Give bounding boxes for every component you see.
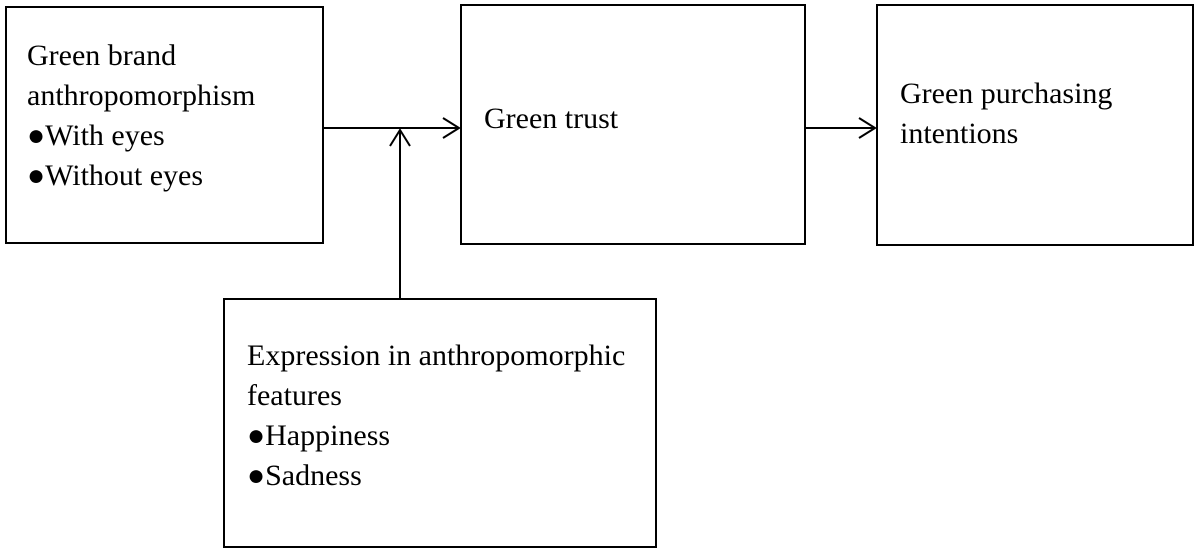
arrow-head [858, 117, 877, 139]
green-trust-text: Green trust [462, 99, 804, 139]
expression-features-text: Expression in anthropomorphic features ●… [225, 336, 655, 496]
box-label-line: Green brand [27, 39, 177, 72]
bullet-item-with-eyes: ●With eyes [27, 119, 165, 152]
box-label-line: Green trust [484, 102, 619, 135]
green-brand-anthropomorphism-text: Green brand anthropomorphism ●With eyes … [7, 36, 322, 196]
box-label-line: intentions [900, 117, 1019, 150]
bullet-item-without-eyes: ●Without eyes [27, 159, 204, 192]
bullet-item-happiness: ●Happiness [247, 419, 391, 452]
arrow-head [389, 128, 411, 147]
expression-features-box: Expression in anthropomorphic features ●… [223, 298, 657, 548]
arrow-head [442, 117, 461, 139]
green-trust-box: Green trust [460, 4, 806, 245]
green-brand-anthropomorphism-box: Green brand anthropomorphism ●With eyes … [5, 6, 324, 244]
box-label-line: features [247, 379, 342, 412]
green-purchasing-intentions-text: Green purchasing intentions [878, 74, 1192, 154]
box-label-line: Expression in anthropomorphic [247, 339, 626, 372]
bullet-item-sadness: ●Sadness [247, 459, 362, 492]
box-label-line: Green purchasing [900, 77, 1113, 110]
box-label-line: anthropomorphism [27, 79, 256, 112]
green-purchasing-intentions-box: Green purchasing intentions [876, 4, 1194, 246]
